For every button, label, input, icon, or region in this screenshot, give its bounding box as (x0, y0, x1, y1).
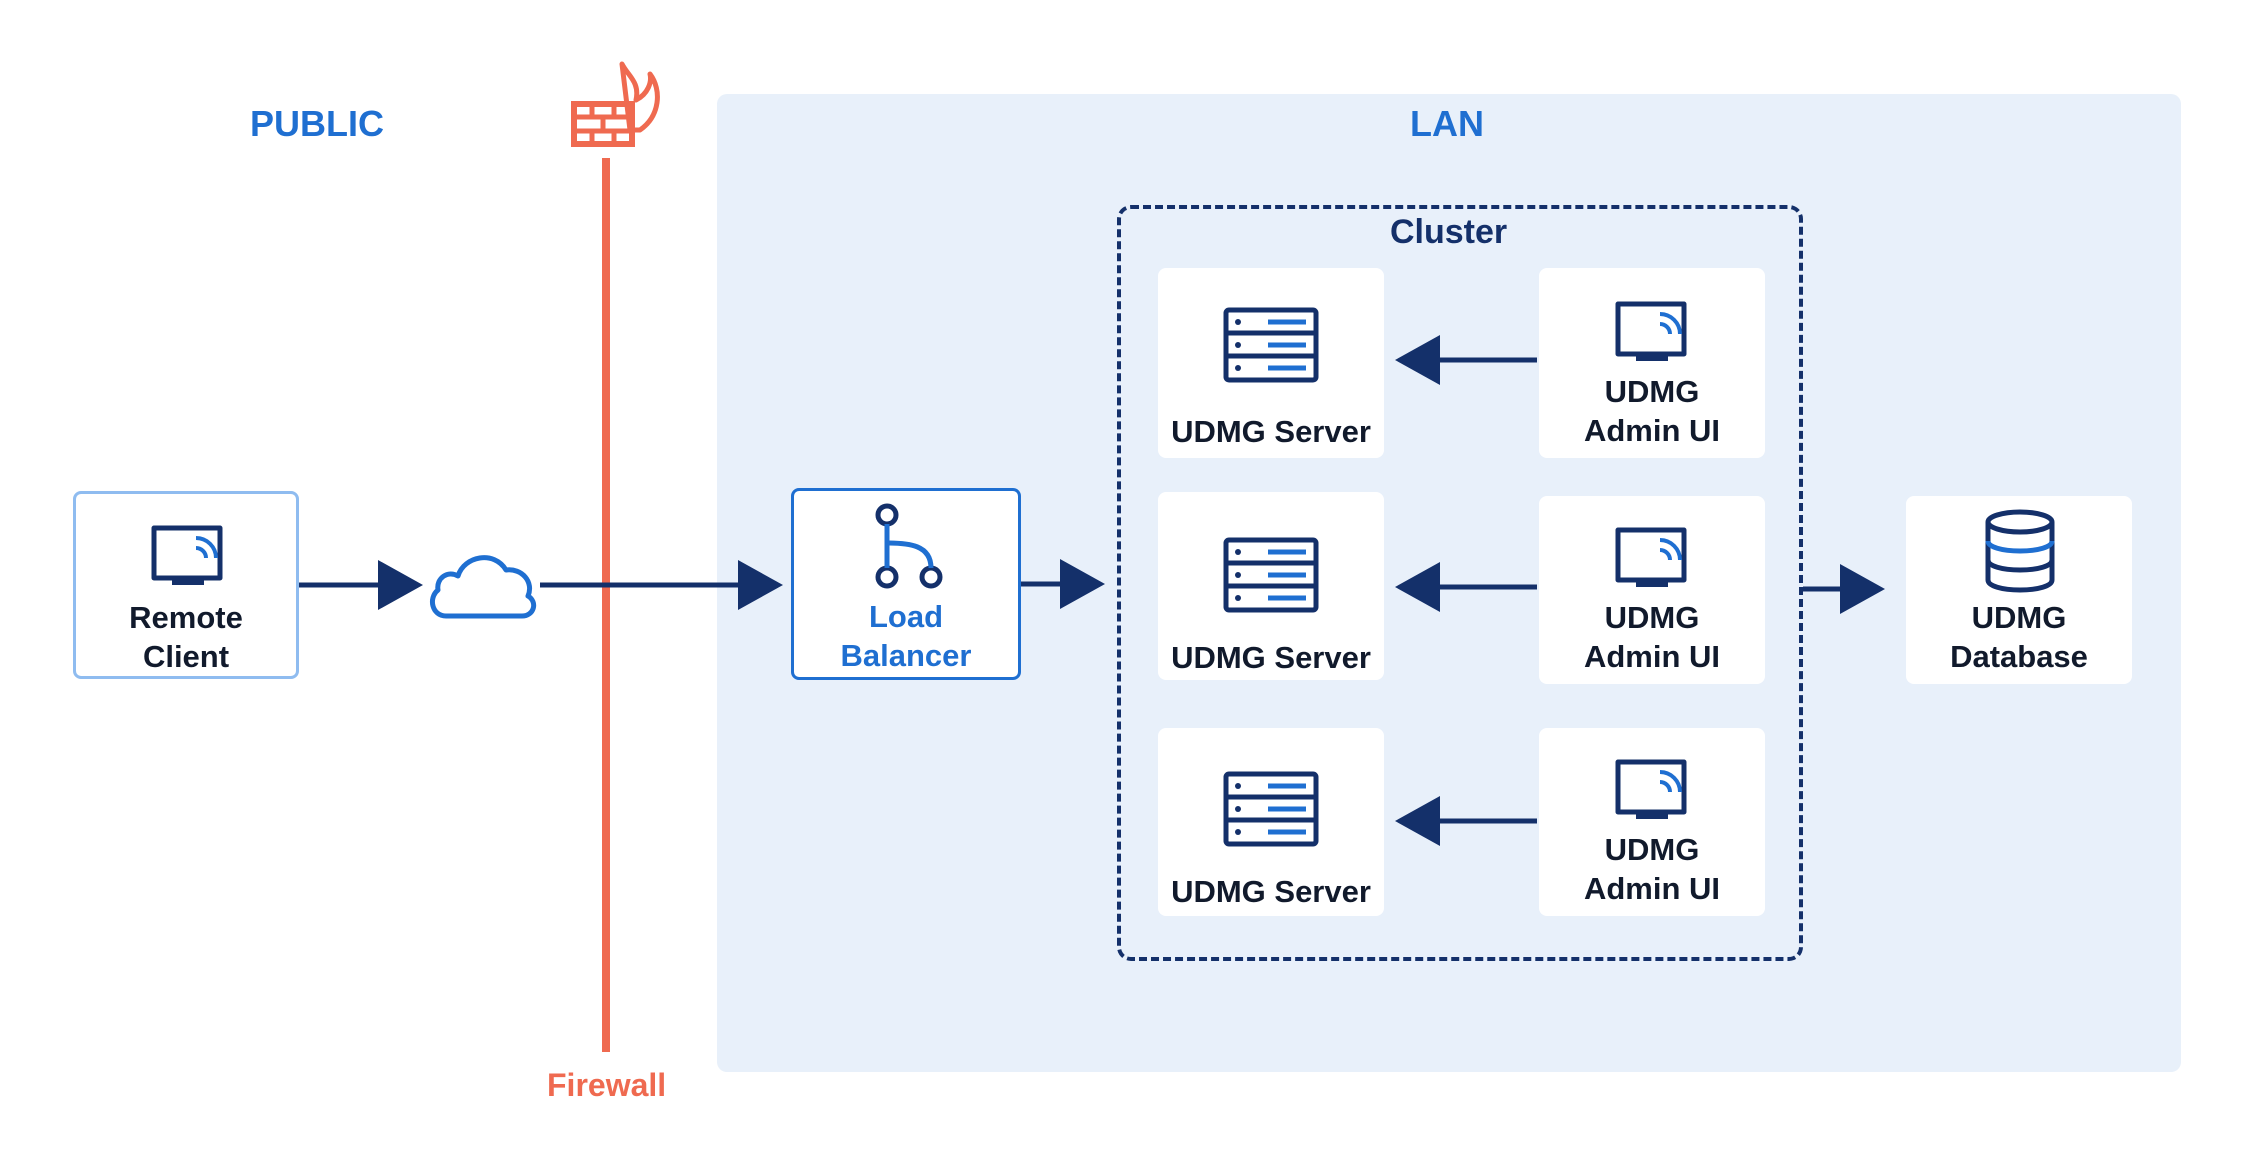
database-icon (1985, 509, 2055, 593)
admin-ui-2-line1: UDMG (1604, 600, 1700, 635)
udmg-server-node-2: UDMG Server (1158, 492, 1384, 680)
admin-ui-1-line1: UDMG (1604, 374, 1700, 409)
load-balancer-node: Load Balancer (791, 488, 1021, 680)
admin-ui-2-line2: Admin UI (1583, 639, 1721, 674)
lan-zone-label: LAN (1410, 103, 1484, 144)
admin-ui-label-1: UDMG Admin UI (1539, 372, 1765, 450)
cloud-icon (429, 555, 537, 619)
firewall-label: Firewall (547, 1067, 667, 1103)
udmg-admin-ui-node-1: UDMG Admin UI (1539, 268, 1765, 458)
udmg-server-node-1: UDMG Server (1158, 268, 1384, 458)
server-rack-icon (1223, 771, 1319, 847)
udmg-server-label-2: UDMG Server (1171, 640, 1371, 675)
remote-client-line1: Remote (129, 600, 243, 635)
load-balancer-line1: Load (868, 599, 944, 634)
load-balancer-label: Load Balancer (794, 597, 1018, 675)
admin-ui-3-line1: UDMG (1604, 832, 1700, 867)
load-balancer-icon (875, 503, 943, 589)
database-label: UDMG Database (1906, 598, 2132, 676)
cluster-boundary (1117, 205, 1803, 961)
admin-ui-label-3: UDMG Admin UI (1539, 830, 1765, 908)
cluster-label: Cluster (1390, 213, 1508, 251)
database-line1: UDMG (1971, 600, 2067, 635)
admin-ui-label-2: UDMG Admin UI (1539, 598, 1765, 676)
remote-client-line2: Client (142, 639, 230, 674)
monitor-icon (1615, 527, 1687, 587)
udmg-server-label-3: UDMG Server (1171, 874, 1371, 909)
udmg-server-label-1: UDMG Server (1171, 414, 1371, 449)
firewall-icon (571, 61, 660, 147)
database-line2: Database (1950, 639, 2088, 674)
udmg-admin-ui-node-2: UDMG Admin UI (1539, 496, 1765, 684)
remote-client-node: Remote Client (73, 491, 299, 679)
monitor-icon (1615, 301, 1687, 361)
udmg-server-node-3: UDMG Server (1158, 728, 1384, 916)
public-zone-label: PUBLIC (250, 103, 384, 144)
load-balancer-line2: Balancer (840, 638, 972, 673)
udmg-admin-ui-node-3: UDMG Admin UI (1539, 728, 1765, 916)
monitor-icon (1615, 759, 1687, 819)
udmg-database-node: UDMG Database (1906, 496, 2132, 684)
server-rack-icon (1223, 307, 1319, 383)
admin-ui-1-line2: Admin UI (1583, 413, 1721, 448)
admin-ui-3-line2: Admin UI (1583, 871, 1721, 906)
monitor-icon (151, 525, 223, 585)
remote-client-label: Remote Client (76, 598, 296, 676)
server-rack-icon (1223, 537, 1319, 613)
